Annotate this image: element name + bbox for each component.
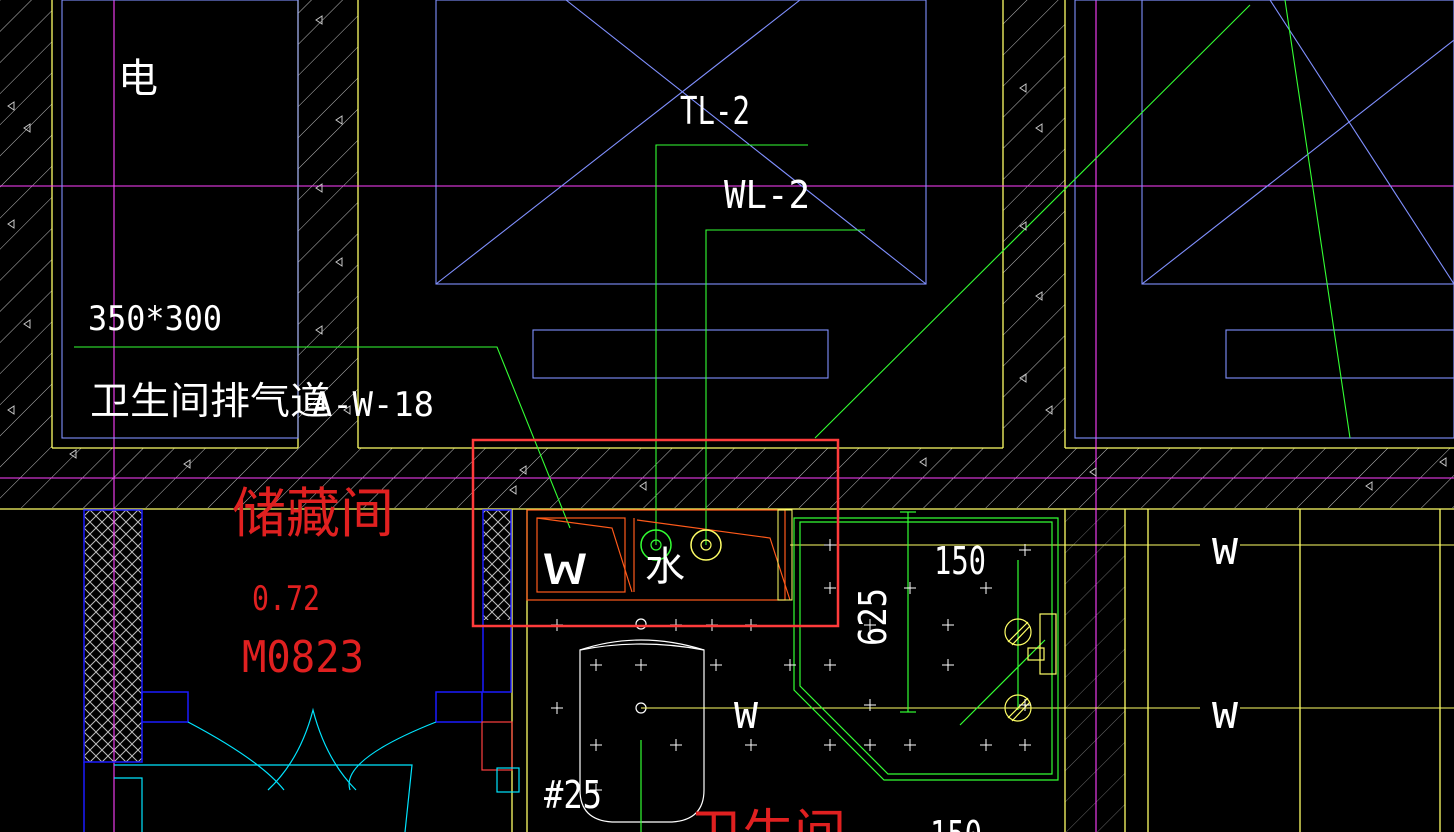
hatch-triangle-marker [1035,291,1043,301]
label-bottom-room-partial: 卫生间 [690,805,846,832]
tile-plus-marker [864,699,876,711]
hatch-triangle-marker [7,101,15,111]
label-drain-w-1: W [1212,532,1238,573]
hatch-triangle-marker [23,319,31,329]
hatch-triangle-marker [1035,123,1043,133]
label-bottom-dim: #25 [544,773,602,817]
hatch-triangle-marker [639,481,647,491]
wall-column-2 [298,0,358,448]
bathroom-fixtures [579,544,1454,832]
tile-plus-marker [980,739,992,751]
tile-plus-marker [670,739,682,751]
tile-plus-marker [1019,699,1031,711]
tile-markers [551,539,1031,796]
hatch-triangle-marker [1019,373,1027,383]
tile-plus-marker [551,702,563,714]
tile-plus-marker [824,659,836,671]
hatch-triangle-marker [343,405,351,415]
label-dim-625: 625 [851,588,895,646]
hatch-triangle-marker [7,219,15,229]
hatch-triangle-marker [7,405,15,415]
tile-plus-marker [904,582,916,594]
tile-plus-marker [590,739,602,751]
hatch-triangle-marker [315,183,323,193]
tile-plus-marker [824,739,836,751]
hatch-triangle-marker [919,457,927,467]
tile-plus-marker [824,582,836,594]
tile-plus-marker [784,659,796,671]
storage-room [83,509,520,832]
text-labels: 电 TL-2 WL-2 350*300 卫生间排气道 A-W-18 储藏间 0.… [88,56,1238,832]
tile-plus-marker [1019,739,1031,751]
wall-right-band [1065,510,1125,832]
tile-plus-marker [980,582,992,594]
wall-cross-hatch-mid [483,510,511,620]
hatch-triangle-marker [23,123,31,133]
label-room-storage: 储藏间 [232,482,394,545]
hatch-triangle-marker [335,115,343,125]
tile-plus-marker [942,659,954,671]
pipe-circle-tl [640,529,672,561]
hatch-triangle-marker [69,449,77,459]
hatch-triangle-marker [519,465,527,475]
hatch-triangle-marker [335,257,343,267]
highlight-selection-box [471,438,840,628]
label-drain-w-2: W [734,696,758,737]
label-shaft-water: 水 [645,544,685,590]
label-duct-name: 卫生间排气道 [90,379,330,423]
hatch-triangle-marker [1019,221,1027,231]
label-door-code: M0823 [242,632,364,683]
hatch-triangle-marker [1019,83,1027,93]
hatch-triangle-marker [183,459,191,469]
hatch-triangle-marker [315,15,323,25]
equipment-outlines [61,0,1454,439]
hatch-markers [7,15,1447,495]
label-drain-w-3: W [1212,696,1238,737]
label-pipe-wl: WL-2 [724,173,810,217]
tile-plus-marker [551,784,563,796]
pipe-circle-wl [690,529,722,561]
label-pipe-tl: TL-2 [680,89,750,133]
label-room-area: 0.72 [252,579,320,619]
tile-plus-marker [590,659,602,671]
tile-plus-marker [635,659,647,671]
label-dim-150: 150 [934,539,986,583]
label-duct-size: 350*300 [88,299,222,339]
tile-plus-marker [864,619,876,631]
tile-plus-marker [942,619,954,631]
tile-plus-marker [590,784,602,796]
hatch-triangle-marker [315,325,323,335]
tile-plus-marker [1019,544,1031,556]
tile-plus-marker [864,739,876,751]
tile-plus-marker [904,739,916,751]
hatch-triangle-marker [509,485,517,495]
label-shaft-w: W [544,545,587,594]
pipe-shaft [526,509,793,601]
hatch-triangle-marker [1365,481,1373,491]
label-bottom-dim-partial: 150 [930,813,982,832]
hatch-triangle-marker [1089,467,1097,477]
tile-plus-marker [824,539,836,551]
tile-plus-marker [745,739,757,751]
wall-column-3 [1003,0,1065,448]
tile-plus-marker [710,659,722,671]
label-room-electric: 电 [118,56,158,102]
hatch-triangle-marker [1045,405,1053,415]
hatch-triangle-marker [1439,457,1447,467]
wall-cross-hatch-left [84,510,142,762]
label-duct-code: A-W-18 [312,385,434,425]
shower-tray [793,511,1059,781]
